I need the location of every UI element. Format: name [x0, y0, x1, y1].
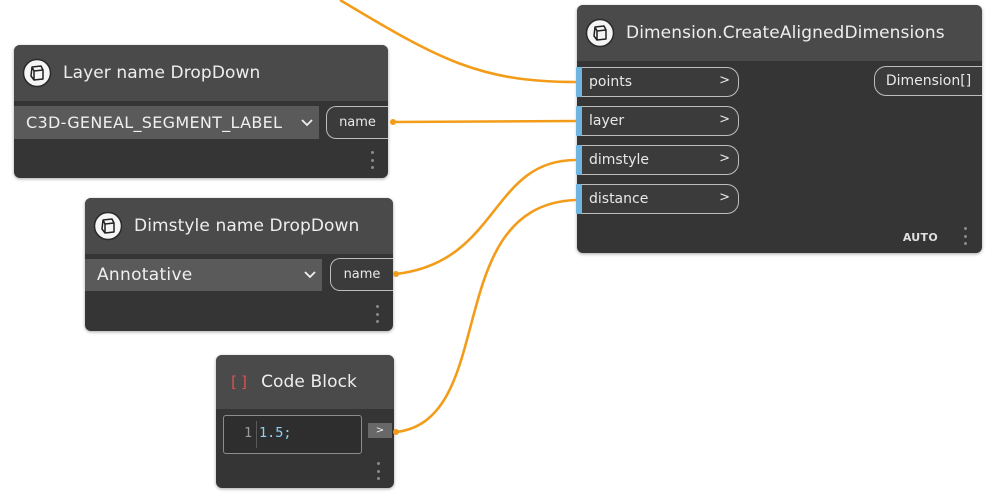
dynamo-node-icon — [585, 18, 615, 48]
node-title: Code Block — [261, 372, 357, 392]
chevron-down-icon — [304, 271, 316, 279]
layer-dropdown-node[interactable]: Layer name DropDown C3D-GENEAL_SEGMENT_L… — [14, 45, 388, 178]
input-port-distance[interactable]: distance > — [576, 184, 739, 214]
gutter-divider — [256, 421, 257, 448]
dimstyle-select[interactable]: Annotative — [85, 259, 322, 291]
chevron-down-icon — [301, 118, 313, 126]
layer-select-value: C3D-GENEAL_SEGMENT_LABEL — [26, 113, 283, 132]
wire-layer[interactable] — [392, 119, 577, 124]
dimstyle-dropdown-node[interactable]: Dimstyle name DropDown Annotative name — [85, 198, 393, 331]
code-output-port[interactable]: > — [368, 423, 392, 438]
layer-output-port[interactable]: name — [326, 106, 388, 139]
chevron-right-icon: > — [719, 112, 730, 127]
port-label: layer — [589, 113, 625, 129]
port-label: points — [589, 74, 632, 90]
chevron-right-icon: > — [719, 73, 730, 88]
output-port-dimension[interactable]: Dimension[] — [874, 66, 982, 96]
input-port-layer[interactable]: layer > — [576, 106, 739, 136]
port-label: distance — [589, 191, 649, 207]
input-port-points[interactable]: points > — [576, 67, 739, 97]
wire-dimstyle[interactable] — [395, 158, 577, 276]
chevron-right-icon: > — [719, 190, 730, 205]
node-header[interactable]: Dimension.CreateAlignedDimensions — [577, 5, 982, 61]
node-menu-icon[interactable] — [376, 462, 380, 480]
code-editor[interactable]: 1 1.5; — [223, 415, 362, 454]
code-block-brackets-icon: [] — [229, 373, 250, 391]
node-menu-icon[interactable] — [375, 305, 379, 323]
node-header[interactable]: Layer name DropDown — [14, 45, 388, 101]
line-number: 1 — [244, 425, 253, 441]
node-title: Dimstyle name DropDown — [134, 216, 360, 236]
lacing-indicator[interactable]: AUTO — [902, 231, 938, 244]
input-port-dimstyle[interactable]: dimstyle > — [576, 145, 739, 175]
node-menu-icon[interactable] — [963, 227, 967, 245]
node-header[interactable]: [] Code Block — [216, 355, 394, 409]
code-block-node[interactable]: [] Code Block 1 1.5; > — [216, 355, 394, 488]
code-text[interactable]: 1.5; — [259, 425, 292, 441]
dynamo-node-icon — [93, 211, 123, 241]
node-menu-icon[interactable] — [370, 151, 374, 169]
port-label: dimstyle — [589, 152, 649, 168]
output-arrow: > — [375, 425, 385, 436]
layer-select[interactable]: C3D-GENEAL_SEGMENT_LABEL — [14, 106, 319, 139]
output-label: Dimension[] — [885, 73, 972, 89]
node-title: Layer name DropDown — [63, 63, 261, 83]
port-marker — [576, 145, 582, 175]
node-title: Dimension.CreateAlignedDimensions — [626, 23, 945, 43]
port-marker — [576, 67, 582, 97]
layer-output-label: name — [339, 115, 376, 130]
port-marker — [576, 106, 582, 136]
node-header[interactable]: Dimstyle name DropDown — [85, 198, 393, 254]
port-marker — [576, 184, 582, 214]
dynamo-node-icon — [22, 58, 52, 88]
chevron-right-icon: > — [719, 151, 730, 166]
dimstyle-select-value: Annotative — [97, 265, 193, 285]
dimstyle-output-label: name — [343, 267, 381, 282]
wire-distance[interactable] — [395, 198, 577, 434]
create-aligned-dimensions-node[interactable]: Dimension.CreateAlignedDimensions points… — [576, 5, 982, 253]
dimstyle-output-port[interactable]: name — [330, 258, 393, 291]
